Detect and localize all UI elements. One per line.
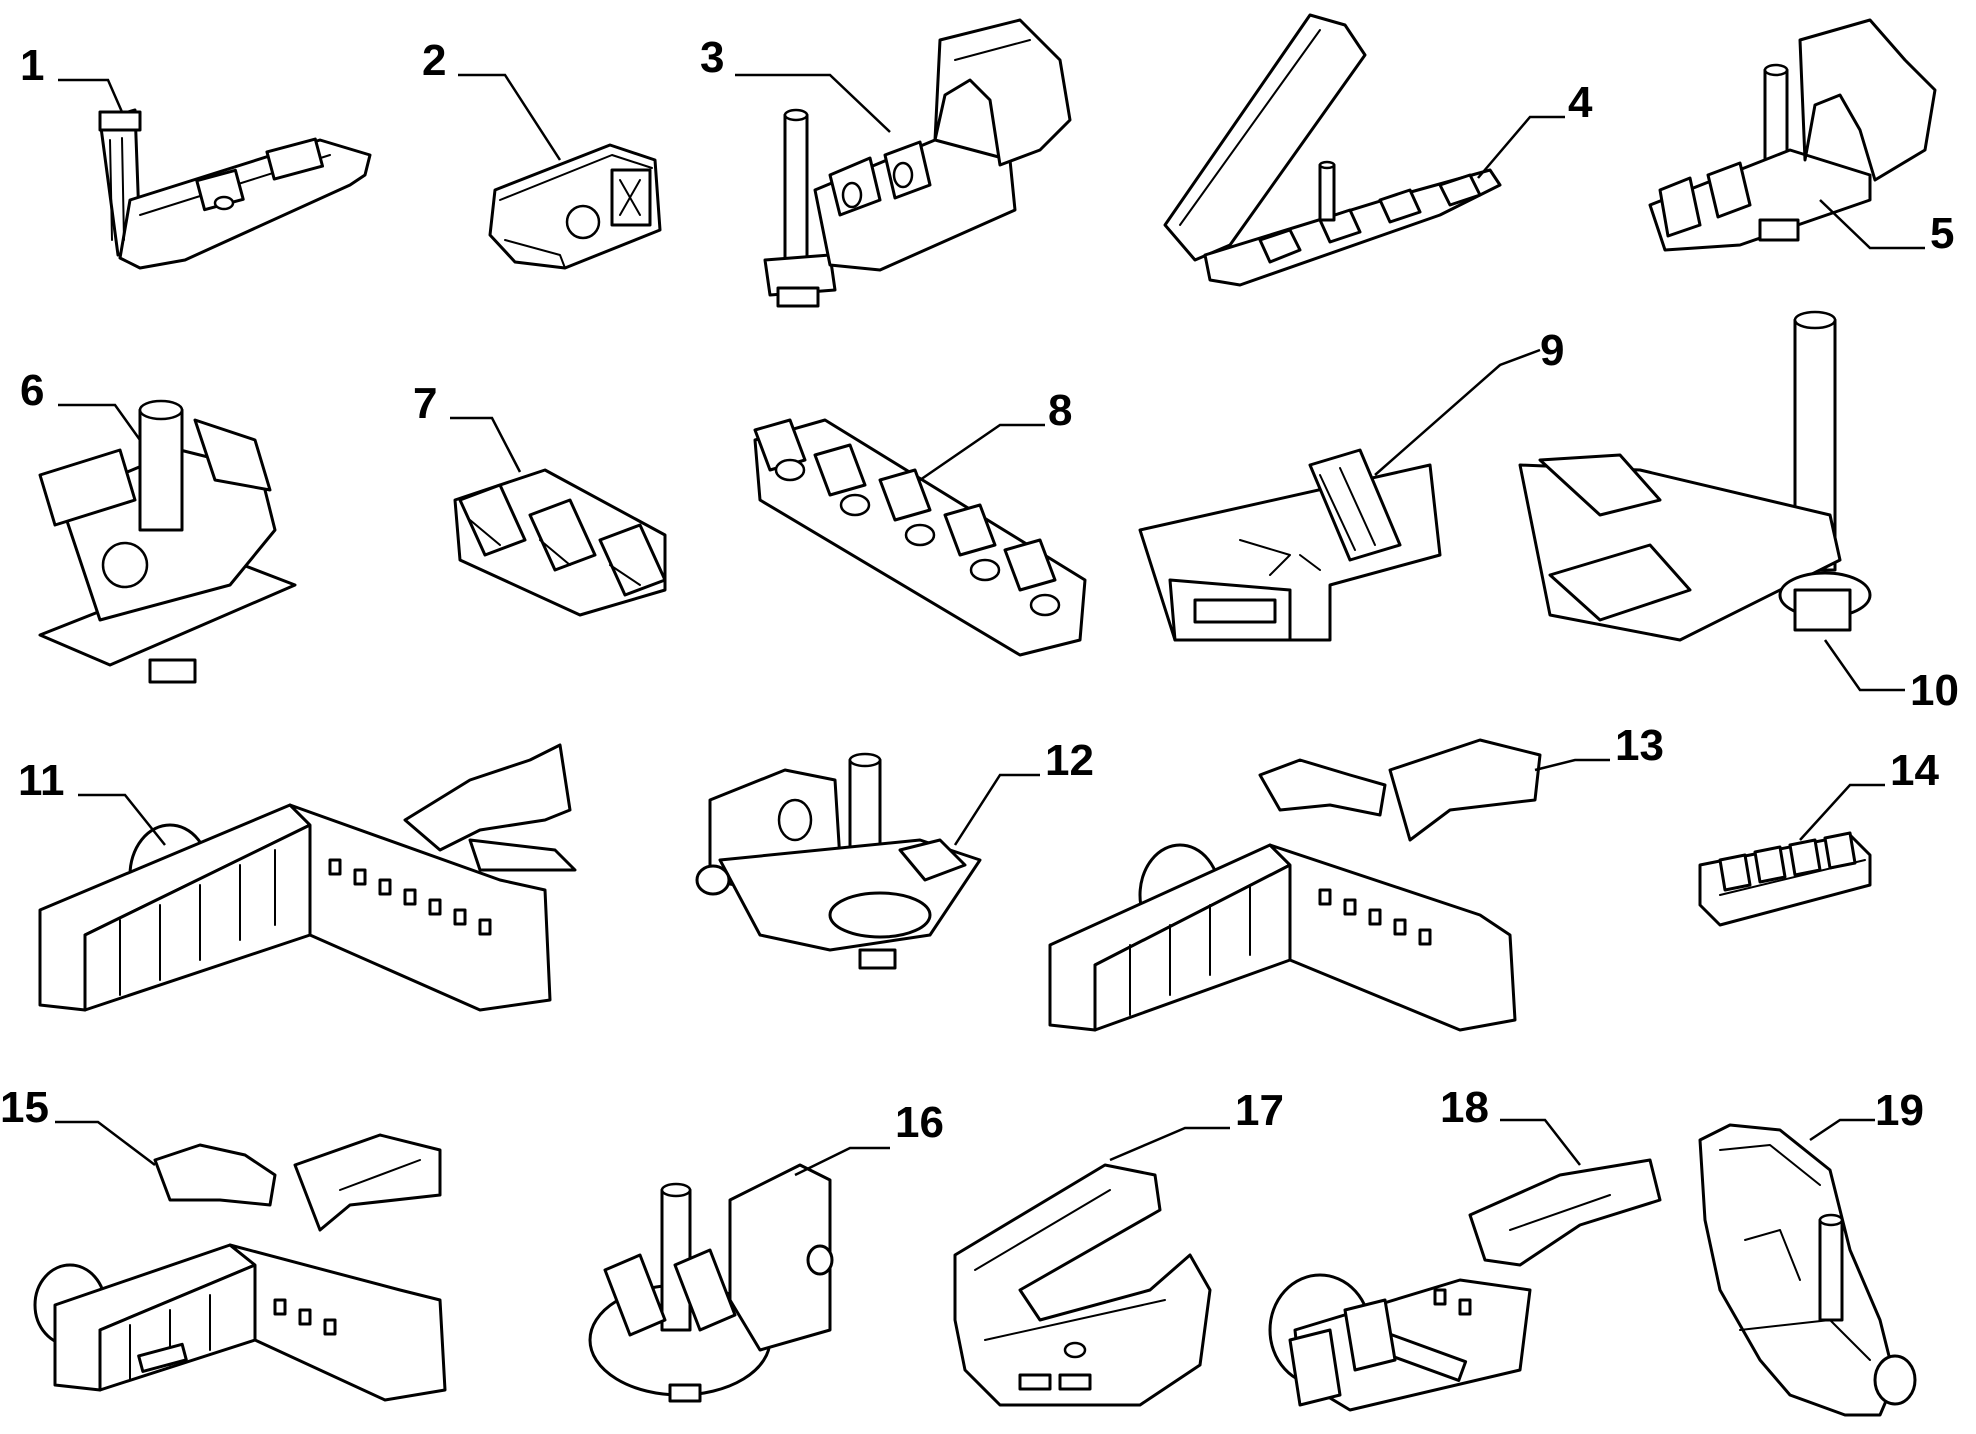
part-11-drawing <box>38 743 577 1012</box>
callout-17: 17 <box>1235 1086 1284 1135</box>
part-17-drawing <box>953 1163 1212 1407</box>
leader-16 <box>794 1146 890 1177</box>
part-18-drawing <box>1268 1158 1662 1412</box>
callout-1: 1 <box>20 41 44 90</box>
part-5-drawing <box>1648 18 1937 252</box>
part-9-drawing <box>1138 448 1442 642</box>
leader-19 <box>1809 1118 1875 1142</box>
callout-4: 4 <box>1568 78 1593 127</box>
callout-14: 14 <box>1890 746 1939 795</box>
leader-6 <box>58 403 142 441</box>
leader-2 <box>458 73 562 161</box>
callout-7: 7 <box>413 379 437 428</box>
callout-15: 15 <box>0 1083 49 1132</box>
part-2-drawing <box>488 143 662 270</box>
part-1-drawing <box>98 108 372 270</box>
callout-10: 10 <box>1910 666 1959 715</box>
leader-10 <box>1823 639 1905 692</box>
callout-6: 6 <box>20 366 44 415</box>
callout-5: 5 <box>1930 209 1954 258</box>
part-13-drawing <box>1048 738 1542 1032</box>
callout-2: 2 <box>422 36 446 85</box>
leader-17 <box>1109 1126 1230 1162</box>
callout-19: 19 <box>1875 1086 1924 1135</box>
leader-3 <box>735 73 891 133</box>
callout-13: 13 <box>1615 721 1664 770</box>
callout-11: 11 <box>18 756 65 805</box>
callout-12: 12 <box>1045 736 1094 785</box>
part-8-drawing <box>753 418 1087 657</box>
part-15-drawing <box>33 1133 447 1402</box>
callout-18: 18 <box>1440 1083 1489 1132</box>
part-3-drawing <box>763 18 1072 308</box>
callout-16: 16 <box>895 1098 944 1147</box>
callout-3: 3 <box>700 33 724 82</box>
part-16-drawing <box>588 1163 834 1403</box>
part-6-drawing <box>38 399 297 684</box>
part-19-drawing <box>1698 1123 1917 1417</box>
part-14-drawing <box>1698 831 1872 927</box>
part-7-drawing <box>453 468 667 617</box>
callout-8: 8 <box>1048 386 1072 435</box>
leader-9 <box>1374 348 1541 476</box>
leader-1 <box>58 78 124 113</box>
leader-15 <box>55 1120 156 1166</box>
leader-5 <box>1819 199 1925 250</box>
callout-9: 9 <box>1540 326 1564 375</box>
leader-18 <box>1500 1118 1581 1166</box>
leader-11 <box>78 793 166 846</box>
leader-4 <box>1477 115 1565 179</box>
part-4-drawing <box>1163 13 1502 287</box>
part-10-drawing <box>1518 310 1872 642</box>
leader-13 <box>1534 758 1610 772</box>
leader-14 <box>1799 783 1885 841</box>
leader-8 <box>919 423 1045 482</box>
leader-7 <box>450 416 522 473</box>
leader-12 <box>953 773 1040 846</box>
part-12-drawing <box>695 752 982 970</box>
